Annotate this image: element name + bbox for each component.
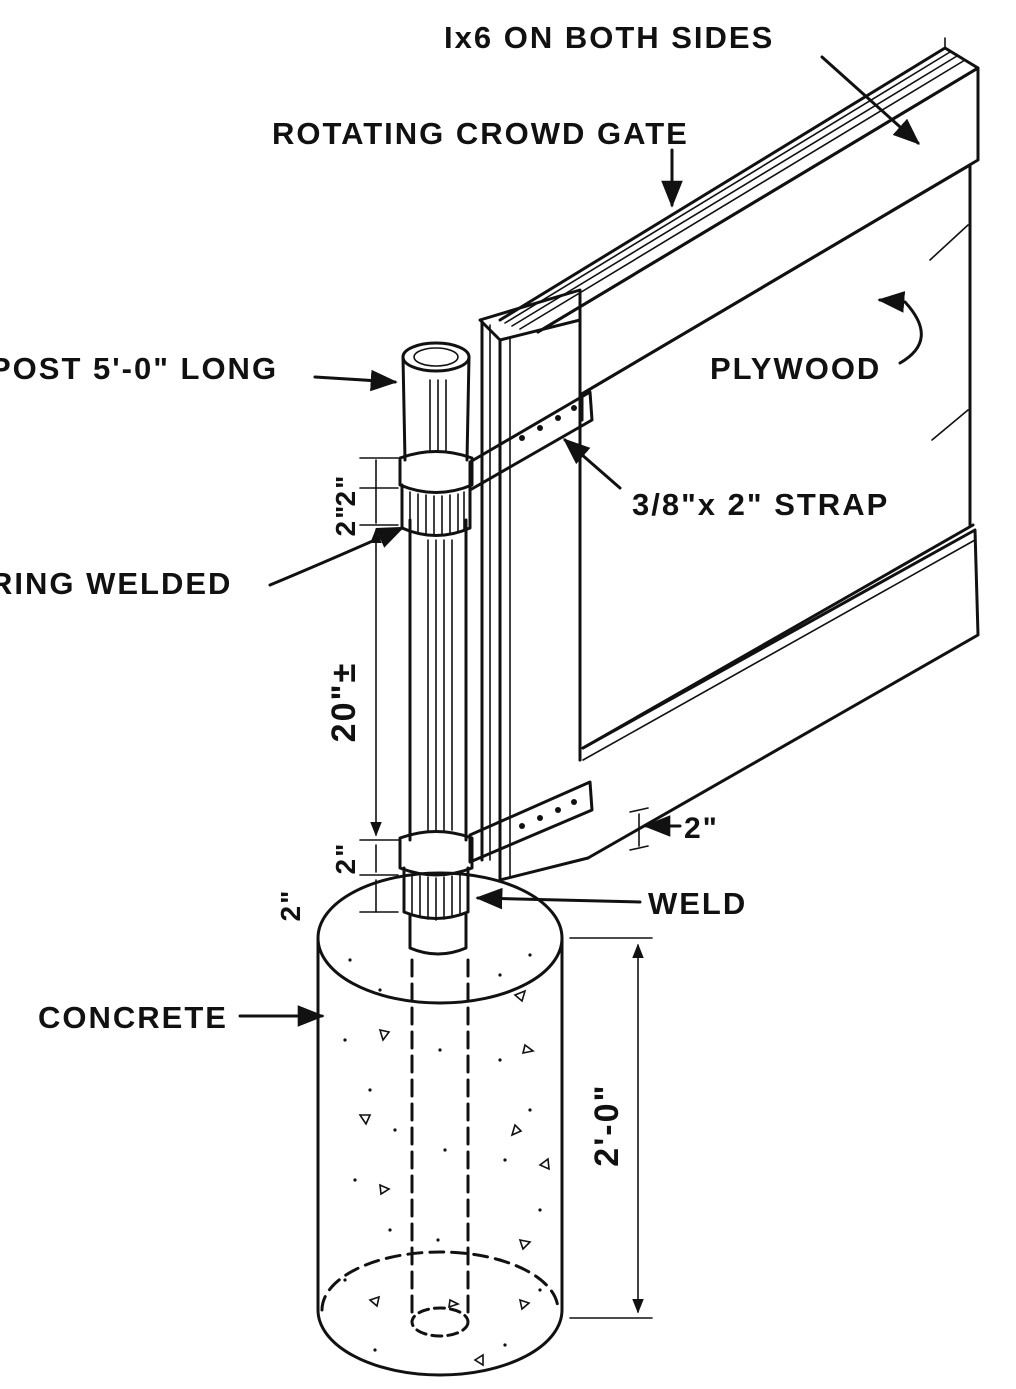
upper-ring xyxy=(398,450,474,537)
steel-post xyxy=(401,341,471,842)
edge-stile xyxy=(478,288,582,882)
post-dimension-lines xyxy=(359,457,399,913)
strap-label: 3/8"x 2" STRAP xyxy=(632,487,889,522)
dim-ring-lower: 2" xyxy=(330,842,361,875)
dim-gate-clearance: 2" xyxy=(684,812,719,845)
plywood-label: PLYWOOD xyxy=(710,351,881,386)
concrete-label: CONCRETE xyxy=(38,1000,228,1035)
post-label: POST 5'-0" LONG xyxy=(0,351,278,386)
lower-strap xyxy=(468,780,594,864)
stone-triangles xyxy=(358,989,550,1367)
bottom-board xyxy=(498,528,980,882)
lower-ring xyxy=(398,830,474,956)
weld-label: WELD xyxy=(648,886,747,921)
dim-post-span: 20"± xyxy=(325,662,363,743)
dim-ring-upper-b: 2" xyxy=(330,504,361,537)
clearance-dimension-line xyxy=(629,807,649,851)
boards-label: Ix6 ON BOTH SIDES xyxy=(444,20,774,55)
top-boards xyxy=(498,37,980,397)
dim-footing-depth: 2'-0" xyxy=(588,1083,626,1166)
dim-ring-lower-side: 2" xyxy=(275,889,306,922)
upper-strap xyxy=(468,390,594,492)
gate-label: ROTATING CROWD GATE xyxy=(272,116,689,151)
leaders xyxy=(238,55,923,1027)
gate-panel xyxy=(468,37,980,882)
dim-ring-upper-a: 2" xyxy=(330,474,361,507)
ring-label: RING WELDED xyxy=(0,566,232,601)
footing-dimension-line xyxy=(569,937,653,1319)
aggregate-pattern xyxy=(343,953,542,1352)
concrete-footing xyxy=(316,871,564,1377)
